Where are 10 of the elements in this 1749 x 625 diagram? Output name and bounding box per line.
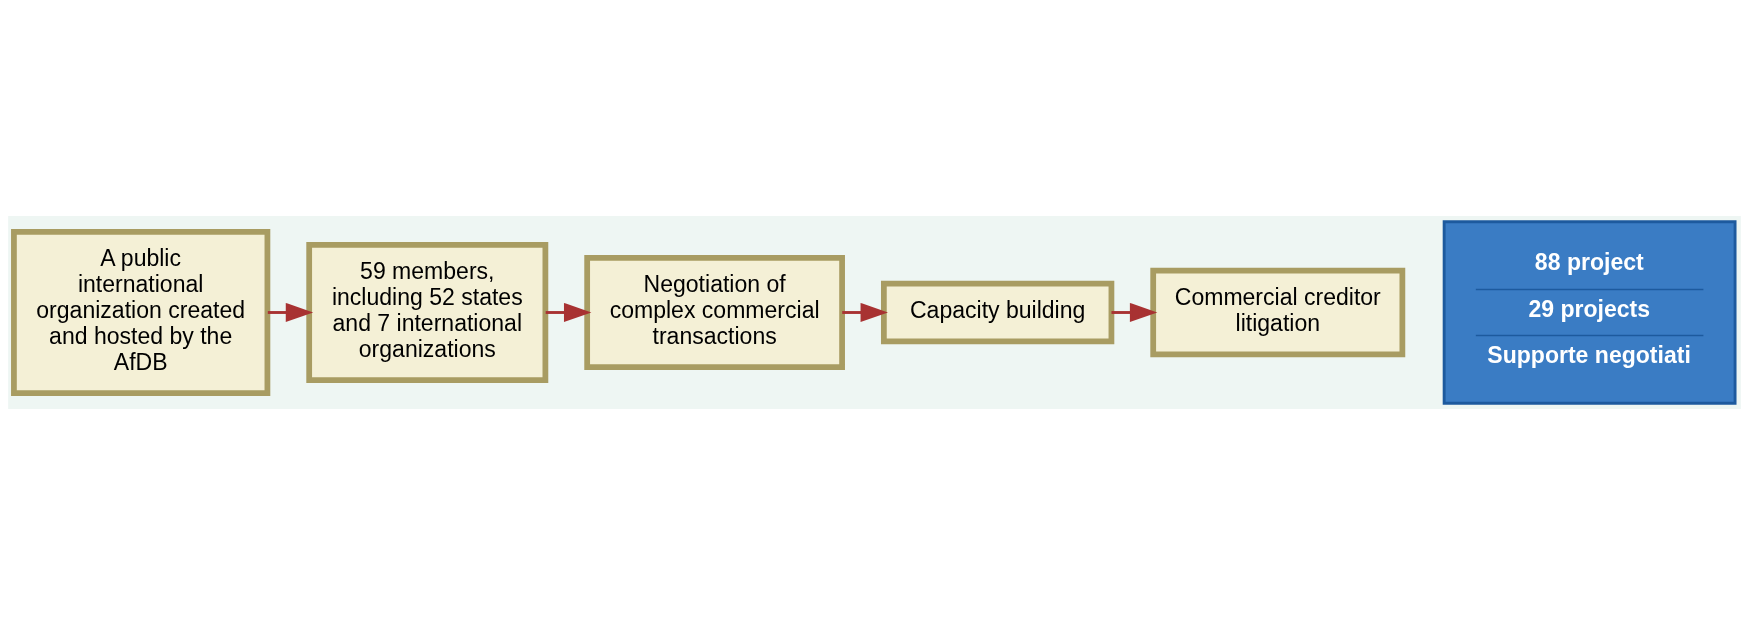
arrow: [545, 302, 592, 323]
node-box: A public international organization created and hosted by the AfDB: [11, 228, 271, 397]
node-box: 88 project 29 projects Supporte negotiati: [1442, 220, 1737, 405]
node-box: 59 members, including 52 states and 7 international organizations: [306, 241, 549, 384]
arrow: [842, 302, 888, 323]
node-box: Commercial creditor litigation: [1150, 267, 1406, 358]
node-box: Negotiation of complex commercial transactions: [584, 254, 845, 371]
arrow: [267, 302, 314, 323]
arrow: [1111, 302, 1158, 323]
node-box: Capacity building: [881, 280, 1115, 345]
